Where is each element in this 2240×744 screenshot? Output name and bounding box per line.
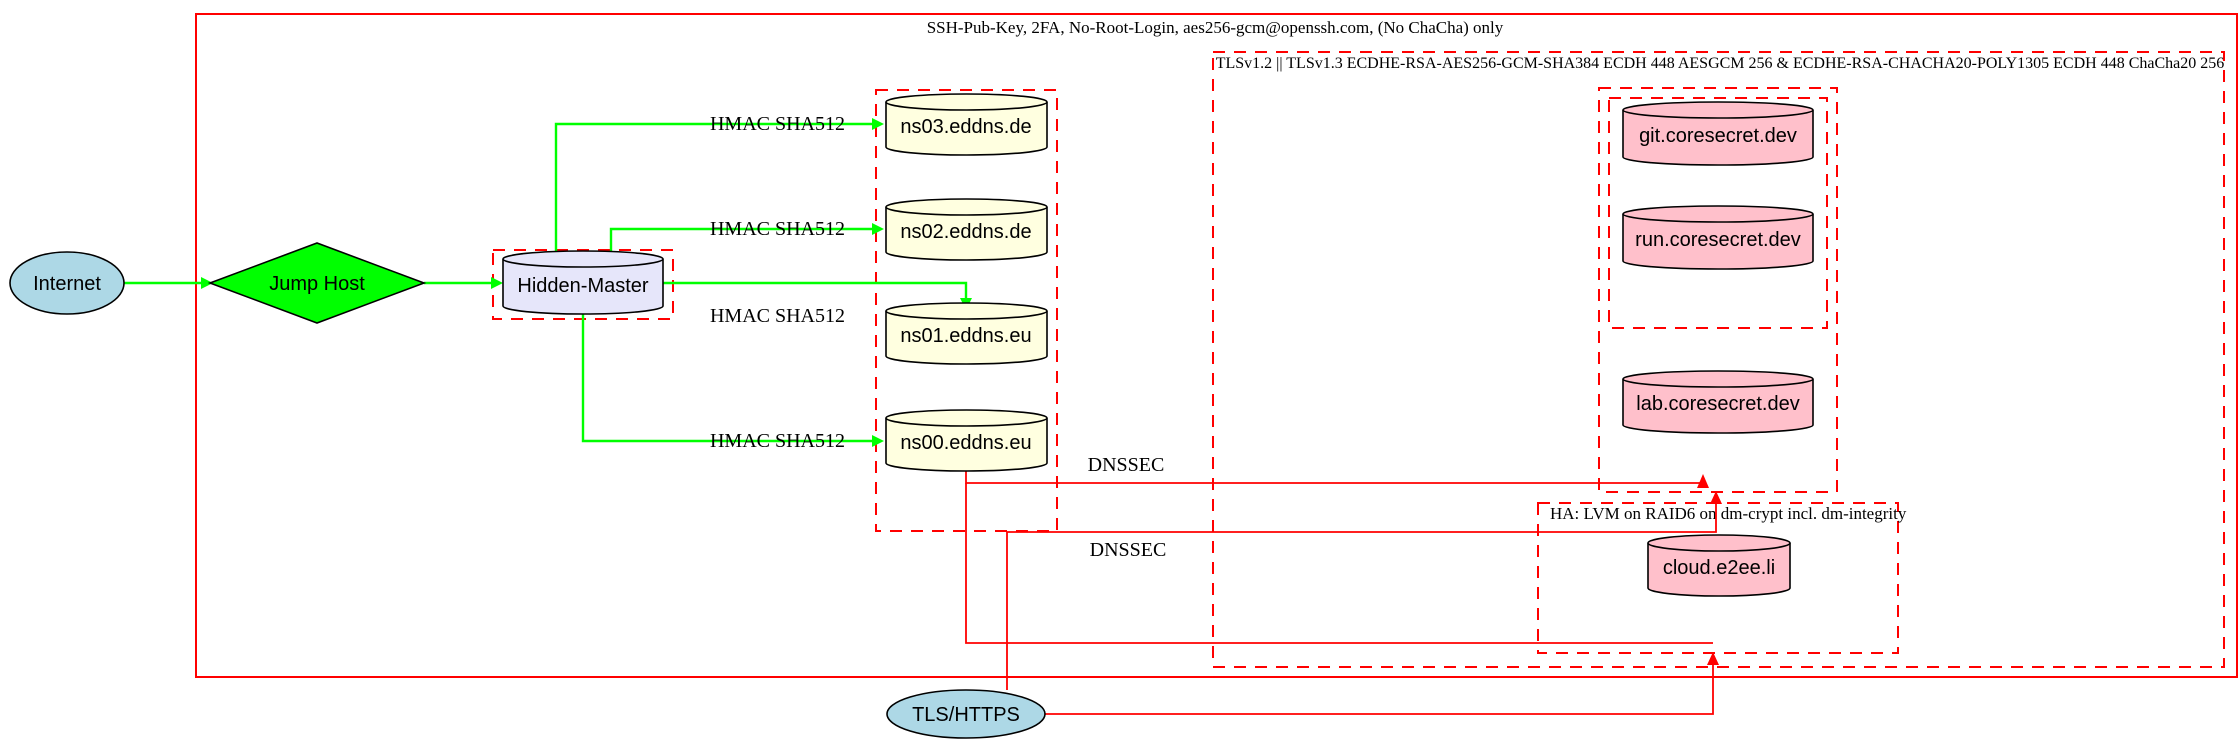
hmac-label-2: HMAC SHA512	[710, 218, 845, 240]
gitrun-cluster-box	[1608, 97, 1828, 329]
internet-node: Internet	[9, 251, 125, 315]
ssh-cluster-label: SSH-Pub-Key, 2FA, No-Root-Login, aes256-…	[927, 18, 1504, 37]
hmac-label-1: HMAC SHA512	[710, 113, 845, 135]
edge-tlshttps-to-ha	[1045, 652, 1719, 715]
git-node: git.coresecret.dev	[1622, 101, 1814, 166]
edge-hiddenmaster-to-ns03	[554, 118, 884, 256]
edge-internet-to-jumphost	[124, 277, 213, 289]
run-label: run.coresecret.dev	[1635, 229, 1801, 251]
tls-https-label: TLS/HTTPS	[912, 704, 1020, 726]
ns02-label: ns02.eddns.de	[900, 221, 1031, 243]
hidden-master-node: Hidden-Master	[502, 250, 664, 315]
internet-label: Internet	[33, 273, 101, 295]
coresecret-cluster-box	[1598, 87, 1838, 493]
cloud-node: cloud.e2ee.li	[1647, 534, 1791, 597]
hmac-label-4: HMAC SHA512	[710, 430, 845, 452]
edge-dnssec-to-coresecret	[965, 463, 1709, 488]
lab-label: lab.coresecret.dev	[1636, 393, 1799, 415]
jump-host-node: Jump Host	[207, 242, 427, 324]
cloud-label: cloud.e2ee.li	[1663, 557, 1775, 579]
jump-host-label: Jump Host	[269, 273, 365, 295]
dnssec-label-2: DNSSEC	[1090, 539, 1167, 561]
ns00-label: ns00.eddns.eu	[900, 432, 1031, 454]
git-label: git.coresecret.dev	[1639, 125, 1797, 147]
dns-cluster-box	[875, 89, 1058, 532]
hmac-label-3: HMAC SHA512	[710, 305, 845, 327]
tls-cluster-box	[1212, 51, 2225, 668]
tls-https-node: TLS/HTTPS	[886, 689, 1046, 739]
dnssec-label-1: DNSSEC	[1088, 454, 1165, 476]
tls-cluster-label: TLSv1.2 || TLSv1.3 ECDHE-RSA-AES256-GCM-…	[1216, 55, 2225, 72]
edge-jumphost-to-hiddenmaster	[424, 277, 503, 289]
ssh-cluster-box	[195, 13, 2238, 678]
edge-hiddenmaster-to-ns02	[609, 223, 884, 256]
ns01-node: ns01.eddns.eu	[885, 302, 1048, 365]
edge-dnssec2-to-coresecret	[1006, 491, 1722, 690]
lab-node: lab.coresecret.dev	[1622, 370, 1814, 434]
ns03-node: ns03.eddns.de	[885, 93, 1048, 156]
ns00-node: ns00.eddns.eu	[885, 409, 1048, 472]
ns02-node: ns02.eddns.de	[885, 198, 1048, 261]
ns01-label: ns01.eddns.eu	[900, 325, 1031, 347]
run-node: run.coresecret.dev	[1622, 205, 1814, 270]
ns03-label: ns03.eddns.de	[900, 116, 1031, 138]
edge-red-lower-horizontal	[965, 483, 1713, 644]
ha-cluster-label: HA: LVM on RAID6 on dm-crypt incl. dm-in…	[1550, 504, 1907, 523]
hidden-master-label: Hidden-Master	[517, 275, 649, 297]
edge-hiddenmaster-to-ns00	[581, 309, 884, 447]
